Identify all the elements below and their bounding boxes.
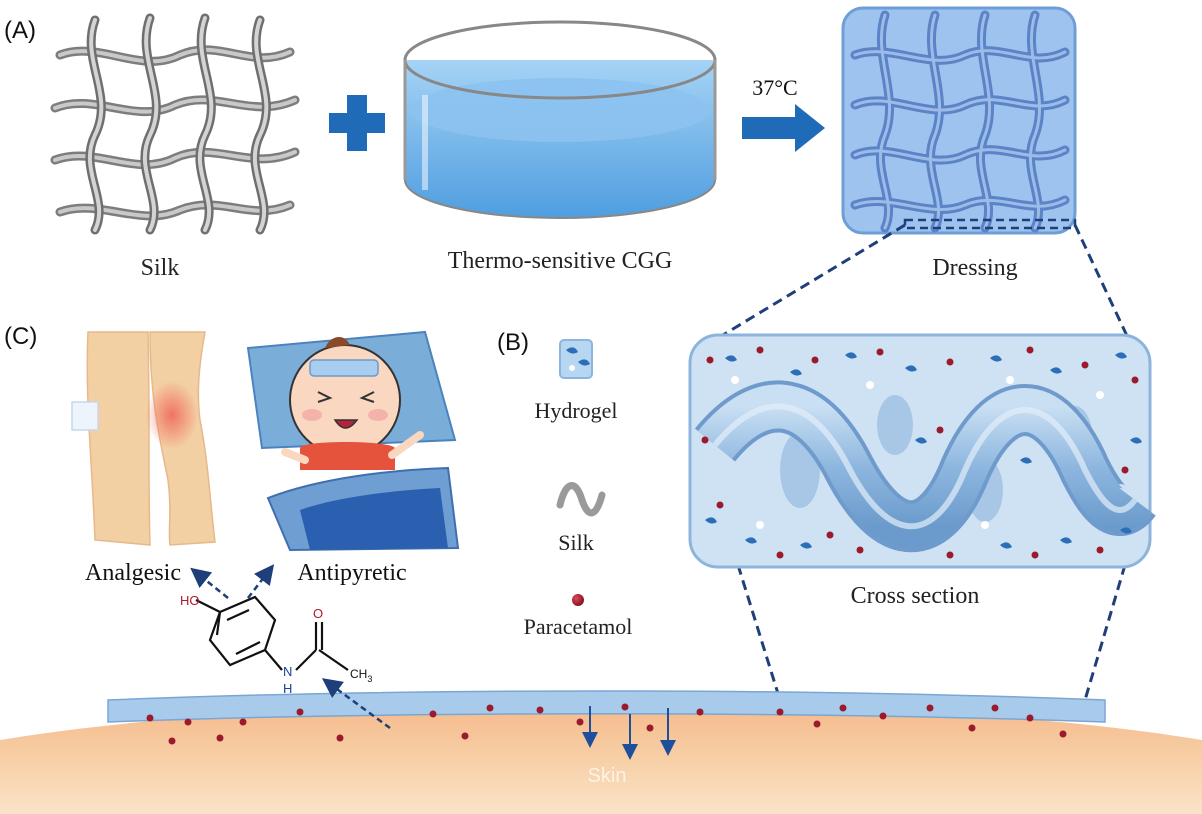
legend-hydrogel-icon xyxy=(559,339,593,379)
legend-silk-icon xyxy=(556,482,606,517)
cross-section-label: Cross section xyxy=(851,583,980,609)
paracetamol-dots xyxy=(146,703,1067,745)
legend-paracetamol-label: Paracetamol xyxy=(524,614,633,639)
silk-mesh-illustration xyxy=(50,13,300,235)
heating-arrow-icon xyxy=(742,104,825,152)
molecule-o: O xyxy=(313,606,323,621)
temperature-label: 37°C xyxy=(752,75,797,100)
baby-illustration xyxy=(246,330,460,552)
cross-section-panel xyxy=(688,333,1156,569)
analgesic-label: Analgesic xyxy=(85,560,181,586)
zoom-lines xyxy=(717,223,1130,701)
panel-label-b: (B) xyxy=(497,329,529,356)
paracetamol-molecule xyxy=(195,595,349,671)
legend-hydrogel-label: Hydrogel xyxy=(534,398,617,423)
diffusion-arrows xyxy=(582,706,676,760)
release-arrow xyxy=(321,678,391,730)
legend-paracetamol-icon xyxy=(572,594,584,606)
leg-illustration xyxy=(71,331,216,546)
effect-arrows xyxy=(190,564,275,599)
plus-icon xyxy=(329,95,385,151)
panel-label-c: (C) xyxy=(4,323,37,350)
skin-label: Skin xyxy=(588,765,627,787)
dressing-label: Dressing xyxy=(932,255,1017,281)
panel-label-a: (A) xyxy=(4,17,36,44)
cgg-label: Thermo-sensitive CGG xyxy=(448,248,673,274)
antipyretic-label: Antipyretic xyxy=(297,560,406,586)
dressing-illustration xyxy=(841,6,1077,235)
molecule-ho: HO xyxy=(180,593,200,608)
silk-label: Silk xyxy=(141,255,180,281)
molecule-ch3: CH3 xyxy=(350,667,372,684)
legend-silk-label: Silk xyxy=(558,530,593,555)
molecule-n: N xyxy=(283,664,292,679)
applied-dressing-strip xyxy=(107,690,1106,723)
skin-layer xyxy=(0,702,1202,814)
molecule-h: H xyxy=(283,681,292,696)
petri-dish-illustration xyxy=(403,20,717,219)
